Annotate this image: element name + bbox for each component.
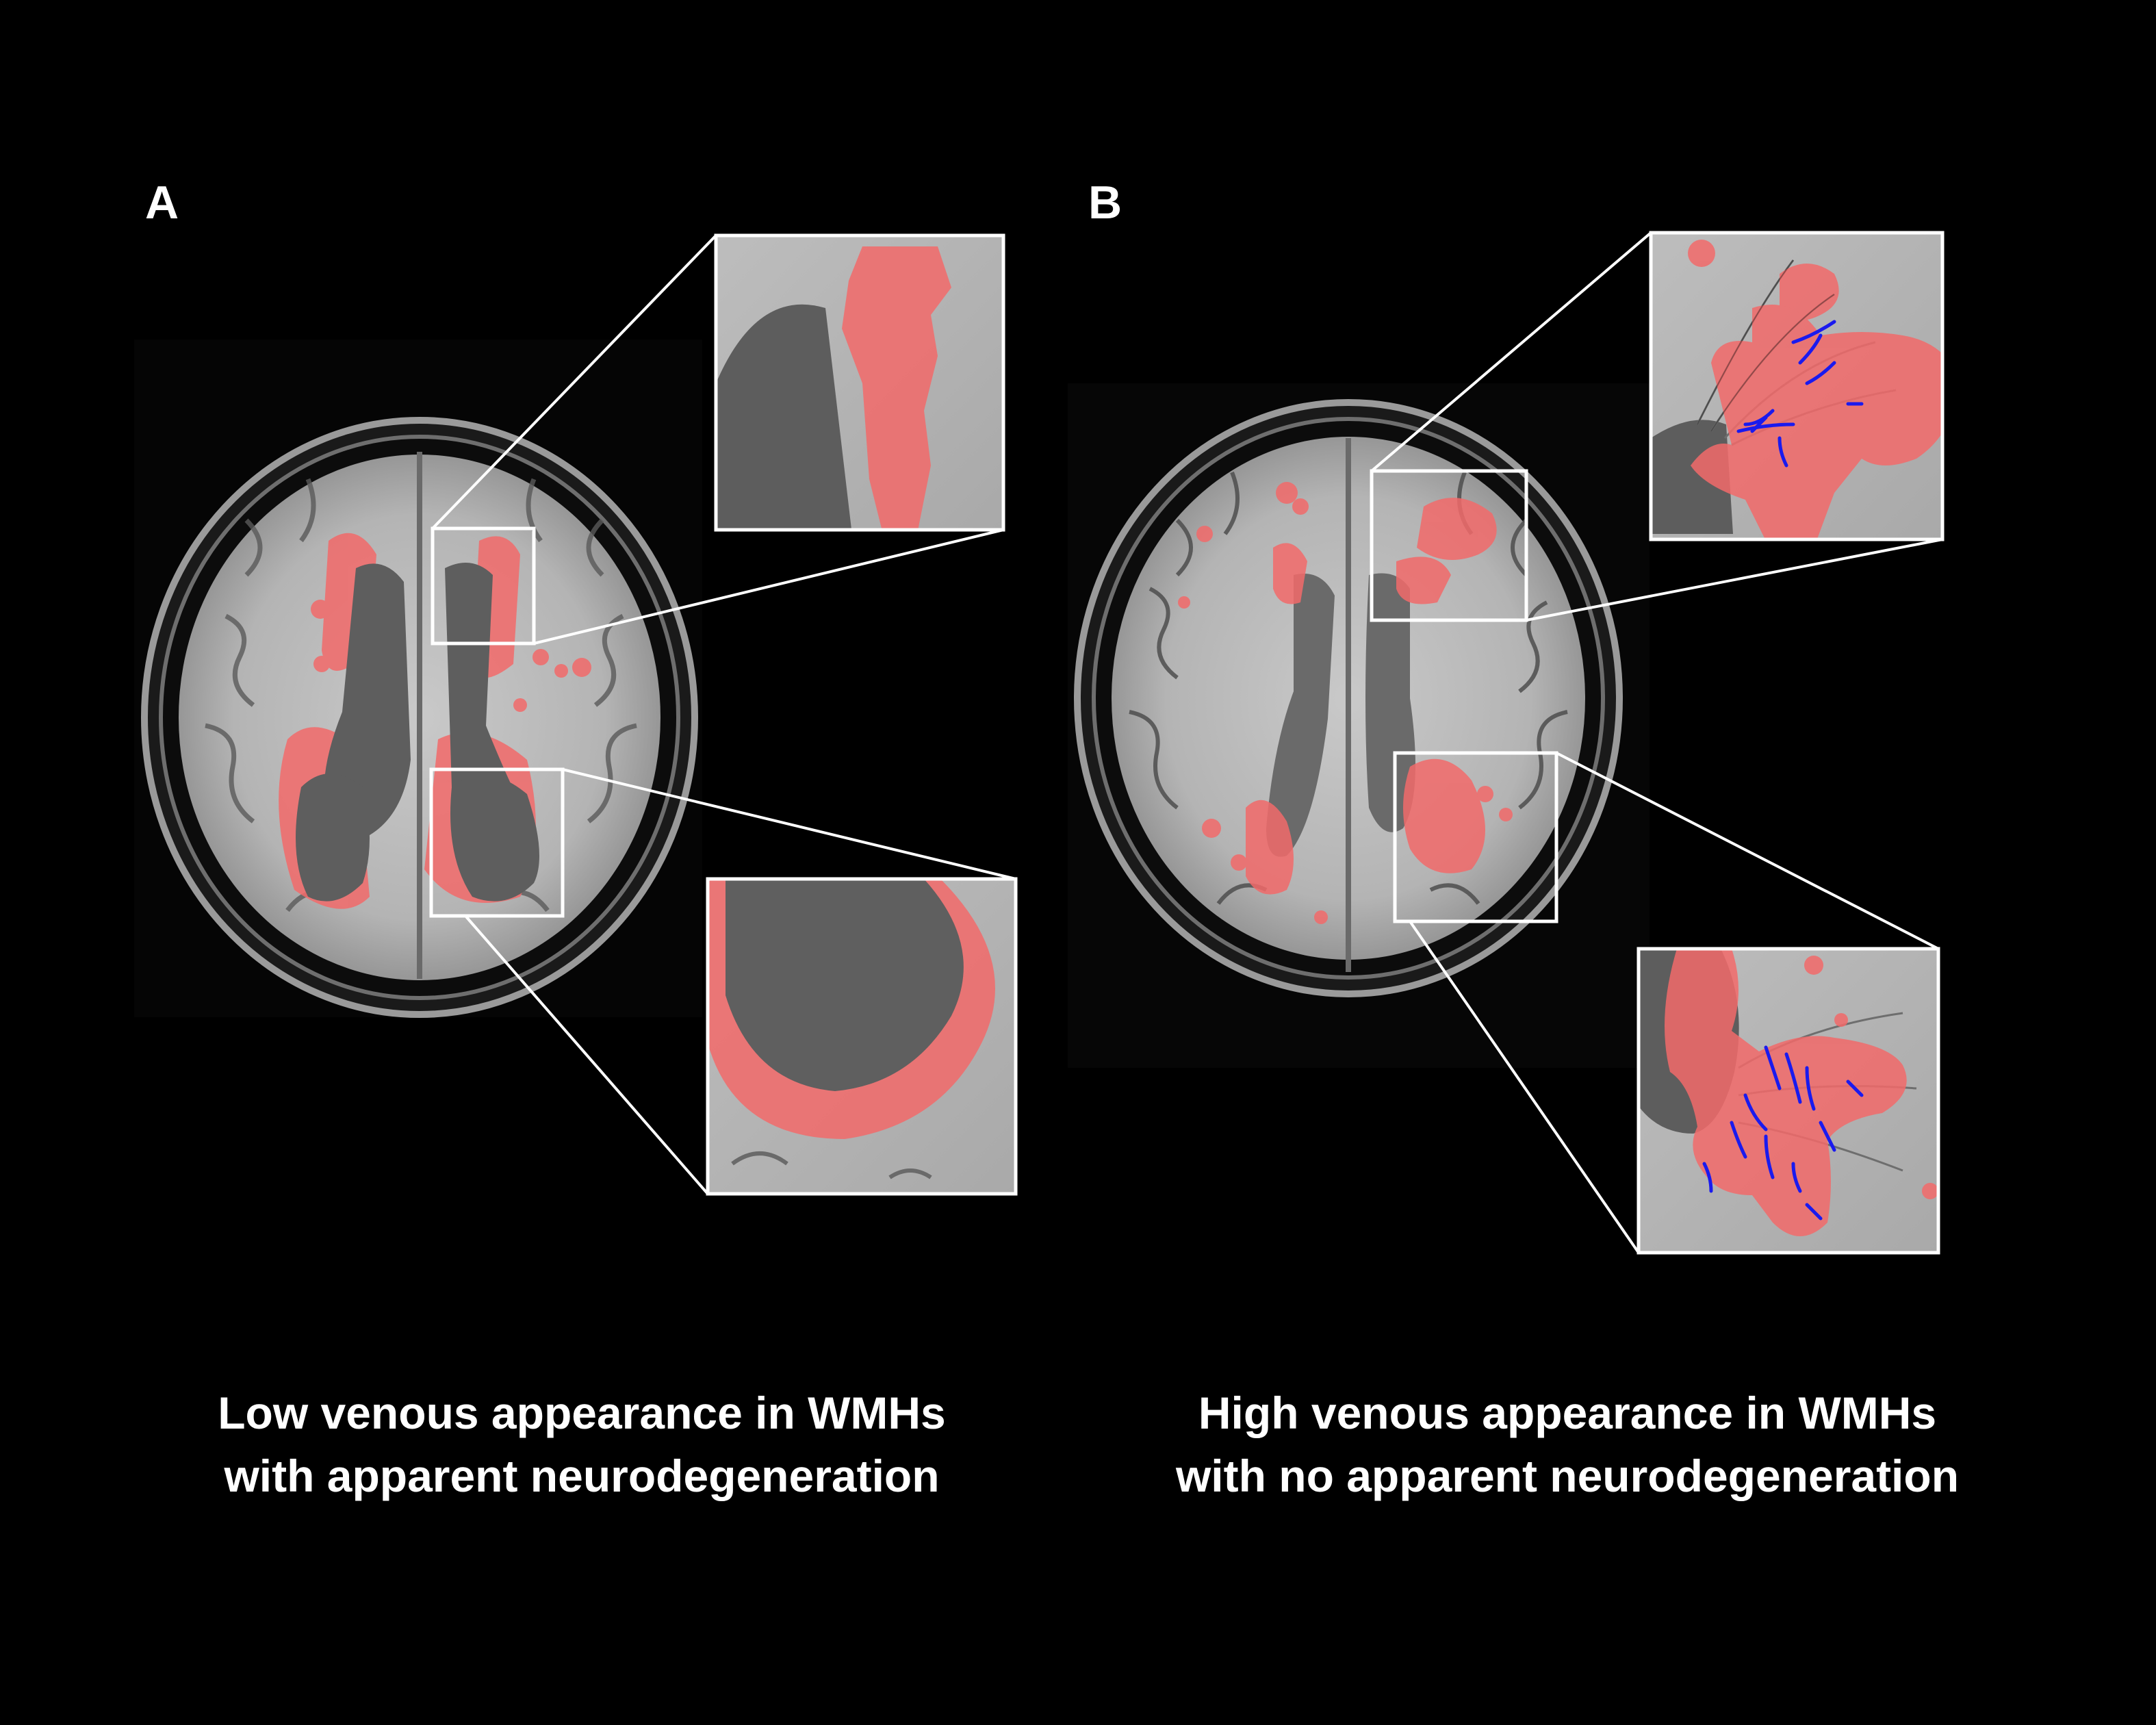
caption-a: Low venous appearance in WMHs with appar… [96, 1381, 1068, 1508]
inset-b-bottom [1639, 949, 1938, 1253]
brain-slice-b [1068, 231, 1943, 1254]
inset-a-bottom [708, 879, 1016, 1194]
caption-b-line-1: High venous appearance in WMHs [1198, 1388, 1937, 1438]
panel-letter-b: B [1088, 177, 1122, 229]
inset-b-bottom-frame [1637, 947, 1940, 1255]
brain-slice-a [134, 234, 1016, 1195]
panel-letter-a: A [145, 177, 179, 229]
inset-b-top [1651, 233, 1942, 539]
caption-b-line-2: with no apparent neurodegeneration [1175, 1451, 1960, 1502]
inset-a-top [716, 235, 1003, 530]
caption-b: High venous appearance in WMHs with no a… [1068, 1381, 2067, 1508]
caption-a-line-1: Low venous appearance in WMHs [218, 1388, 946, 1438]
inset-a-top-frame [714, 233, 1005, 532]
caption-a-line-2: with apparent neurodegeneration [224, 1451, 940, 1502]
inset-a-bottom-frame [706, 877, 1018, 1196]
inset-b-top-frame [1649, 231, 1945, 541]
